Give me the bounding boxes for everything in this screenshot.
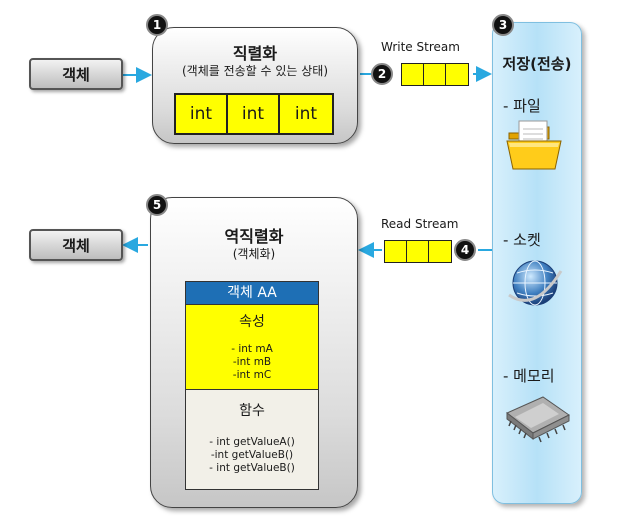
attribute-line: - int mA xyxy=(231,343,273,355)
source-object-label: 객체 xyxy=(62,65,90,84)
step-badge-3: 3 xyxy=(492,14,514,36)
attribute-line: -int mC xyxy=(232,369,272,381)
source-object-box: 객체 xyxy=(29,58,123,90)
globe-icon xyxy=(508,260,563,306)
result-object-box: 객체 xyxy=(29,229,123,261)
attribute-section: 속성 - int mA -int mB -int mC xyxy=(186,304,318,389)
read-stream-buffer xyxy=(384,240,452,263)
storage-item-memory: - 메모리 xyxy=(503,367,555,385)
result-object-label: 객체 xyxy=(62,236,90,255)
method-line: - int getValueA() xyxy=(209,436,295,448)
stream-cell xyxy=(407,241,429,262)
deserialization-title: 역직렬화 xyxy=(224,227,284,246)
step-badge-1: 1 xyxy=(146,14,168,36)
method-title: 함수 xyxy=(239,403,265,419)
method-section: 함수 - int getValueA() -int getValueB() - … xyxy=(186,389,318,489)
write-stream-label: Write Stream xyxy=(381,40,460,54)
int-cell: int xyxy=(176,95,228,133)
int-cell: int xyxy=(280,95,332,133)
class-box: 객체 AA 속성 - int mA -int mB -int mC 함수 - i… xyxy=(185,281,319,490)
serialization-title: 직렬화 xyxy=(232,44,278,63)
storage-item-socket: - 소켓 xyxy=(503,231,541,249)
serialized-int-row: int int int xyxy=(174,93,334,135)
folder-icon xyxy=(506,120,562,170)
read-stream-label: Read Stream xyxy=(381,217,459,231)
serialization-subtitle: (객체를 전송할 수 있는 상태) xyxy=(181,64,329,78)
storage-panel: 저장(전송) - 파일 - 소켓 - 메모리 xyxy=(492,22,582,504)
deserialization-subtitle: (객체화) xyxy=(232,247,276,261)
step-badge-4: 4 xyxy=(454,239,476,261)
int-cell: int xyxy=(228,95,280,133)
deserialization-panel: 역직렬화 (객체화) 객체 AA 속성 - int mA -int mB -in… xyxy=(150,197,358,508)
class-name: 객체 AA xyxy=(186,282,318,304)
storage-title: 저장(전송) xyxy=(502,55,572,73)
step-badge-2: 2 xyxy=(371,63,393,85)
stream-cell xyxy=(446,64,468,85)
stream-cell xyxy=(402,64,424,85)
attribute-line: -int mB xyxy=(232,356,272,368)
serialization-panel: 직렬화 (객체를 전송할 수 있는 상태) int int int xyxy=(152,27,358,144)
method-line: - int getValueB() xyxy=(209,462,295,474)
stream-cell xyxy=(424,64,446,85)
method-line: -int getValueB() xyxy=(210,449,294,461)
attribute-title: 속성 xyxy=(239,314,265,330)
stream-cell xyxy=(429,241,451,262)
storage-item-file: - 파일 xyxy=(503,97,541,115)
memory-chip-icon xyxy=(506,396,570,443)
step-badge-5: 5 xyxy=(146,194,168,216)
stream-cell xyxy=(385,241,407,262)
write-stream-buffer xyxy=(401,63,469,86)
